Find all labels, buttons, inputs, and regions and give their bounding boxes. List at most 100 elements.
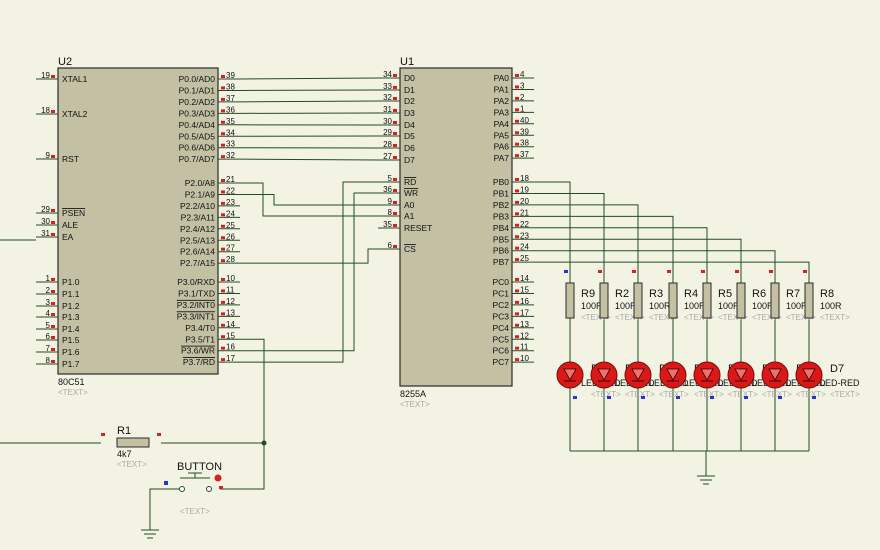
- pin-marker: [221, 247, 225, 251]
- pin-marker: [221, 224, 225, 228]
- wire: [240, 181, 378, 363]
- led-text: <TEXT>: [591, 390, 621, 399]
- pin-name: PB7: [493, 257, 509, 267]
- r1-resistor[interactable]: R1 4k7 <TEXT>: [101, 425, 161, 469]
- pin-number: 7: [46, 344, 51, 353]
- resistor-ref: R3: [649, 288, 663, 300]
- pin-marker: [393, 156, 397, 159]
- pin-number: 28: [226, 255, 235, 264]
- push-button[interactable]: BUTTON <TEXT>: [164, 461, 223, 516]
- pin-marker: [221, 213, 225, 217]
- led-text: <TEXT>: [659, 390, 689, 399]
